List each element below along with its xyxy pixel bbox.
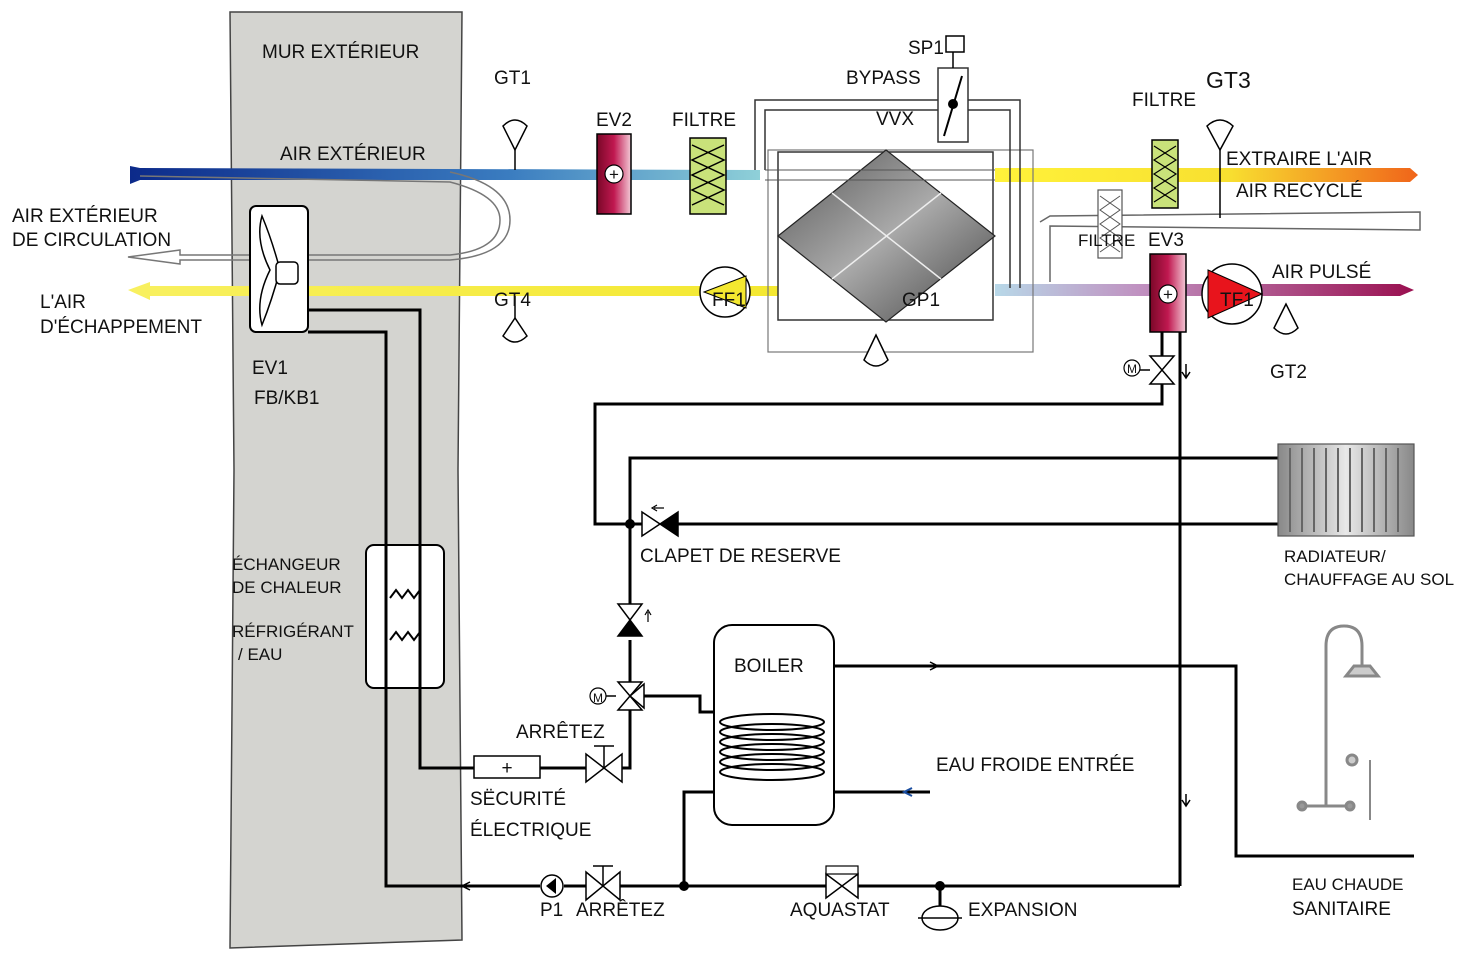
vvx-outer-frame bbox=[767, 149, 1034, 353]
shutoff-valve-1 bbox=[585, 745, 623, 784]
aquastat-label: AQUASTAT bbox=[790, 900, 890, 921]
hot-water-label-2: SANITAIRE bbox=[1292, 899, 1391, 920]
gt3-sensor-icon bbox=[1206, 119, 1234, 152]
sp1-label: SP1 bbox=[908, 38, 944, 59]
filter-3-label: FILTRE bbox=[1078, 231, 1135, 250]
ev3-motor-valve: M bbox=[1123, 355, 1176, 385]
gt4-sensor-icon bbox=[502, 316, 528, 343]
extract-air-label: EXTRAIRE L'AIR bbox=[1226, 149, 1372, 170]
circulation-label-1: AIR EXTÉRIEUR bbox=[12, 206, 158, 227]
expansion-label: EXPANSION bbox=[968, 900, 1077, 921]
radiator-label-1: RADIATEUR/ bbox=[1284, 547, 1386, 566]
shutoff-2-label: ARRÊTEZ bbox=[576, 899, 665, 921]
ev1-label: EV1 bbox=[252, 358, 288, 379]
bypass-label: BYPASS bbox=[846, 68, 921, 89]
gt2-sensor-icon bbox=[1273, 302, 1299, 335]
shower-icon bbox=[1296, 624, 1382, 820]
exchanger-label-4: / EAU bbox=[238, 645, 282, 664]
expansion-vessel bbox=[918, 905, 962, 931]
boiler-coil bbox=[719, 713, 825, 781]
extract-air-duct bbox=[995, 168, 1418, 182]
ev3-plus-icon: + bbox=[1163, 285, 1173, 304]
exchanger-label-1: ÉCHANGEUR bbox=[232, 555, 341, 574]
reserve-check-valve bbox=[641, 504, 679, 538]
exhaust-label-2: D'ÉCHAPPEMENT bbox=[40, 317, 202, 338]
exchanger-label-3: RÉFRIGÉRANT bbox=[232, 622, 354, 641]
vvx-label: VVX bbox=[876, 109, 914, 130]
filter-3 bbox=[1097, 189, 1123, 259]
bypass-duct bbox=[754, 99, 1021, 288]
outdoor-air-label: AIR EXTÉRIEUR bbox=[280, 144, 426, 165]
safety-label-1: SËCURITÉ bbox=[470, 789, 566, 810]
safety-label-2: ÉLECTRIQUE bbox=[470, 820, 591, 841]
wall-label: MUR EXTÉRIEUR bbox=[262, 42, 419, 63]
filter-2-label: FILTRE bbox=[1132, 90, 1196, 111]
supply-air-label: AIR PULSÉ bbox=[1272, 262, 1371, 283]
filter-2 bbox=[1151, 139, 1179, 209]
heat-exchanger bbox=[365, 544, 445, 689]
ff1-label: FF1 bbox=[712, 290, 746, 311]
circulation-label-2: DE CIRCULATION bbox=[12, 230, 171, 251]
gt1-sensor-icon bbox=[502, 119, 528, 152]
aquastat-valve bbox=[825, 865, 859, 900]
sp1-actuator bbox=[945, 35, 965, 53]
svg-text:M: M bbox=[593, 691, 603, 705]
gp1-label: GP1 bbox=[902, 290, 940, 311]
tf1-label: TF1 bbox=[1220, 290, 1254, 311]
gt3-label: GT3 bbox=[1206, 67, 1251, 93]
filter-1 bbox=[689, 137, 727, 215]
vvx-sensor-icon bbox=[863, 333, 889, 367]
shutoff-valve-2 bbox=[585, 865, 621, 902]
p1-label: P1 bbox=[540, 900, 563, 921]
hot-water-label-1: EAU CHAUDE bbox=[1292, 875, 1403, 894]
radiator bbox=[1277, 443, 1415, 537]
check-valve-vertical bbox=[616, 603, 652, 637]
cold-water-label: EAU FROIDE ENTRÉE bbox=[936, 755, 1134, 776]
ev3-label: EV3 bbox=[1148, 230, 1184, 251]
ev2-label: EV2 bbox=[596, 110, 632, 131]
boiler-label: BOILER bbox=[734, 656, 804, 677]
exchanger-label-2: DE CHALEUR bbox=[232, 578, 342, 597]
exhaust-label-1: L'AIR bbox=[40, 292, 86, 313]
filter-1-label: FILTRE bbox=[672, 110, 736, 131]
reserve-valve-label: CLAPET DE RESERVE bbox=[640, 546, 841, 567]
gt4-label: GT4 bbox=[494, 290, 531, 311]
svg-text:M: M bbox=[1127, 362, 1137, 376]
radiator-label-2: CHAUFFAGE AU SOL bbox=[1284, 570, 1454, 589]
three-way-valve: M bbox=[589, 681, 645, 711]
ev2-plus-icon: + bbox=[609, 165, 619, 184]
recycled-air-label: AIR RECYCLÉ bbox=[1236, 181, 1363, 202]
fbkb1-label: FB/KB1 bbox=[254, 388, 319, 409]
gt1-label: GT1 bbox=[494, 68, 531, 89]
safety-heater-plus-icon: + bbox=[501, 758, 512, 779]
recycled-air-duct bbox=[1039, 211, 1421, 282]
gt2-label: GT2 bbox=[1270, 362, 1307, 383]
circulation-air-loop bbox=[127, 171, 511, 265]
shutoff-1-label: ARRÊTEZ bbox=[516, 721, 605, 743]
